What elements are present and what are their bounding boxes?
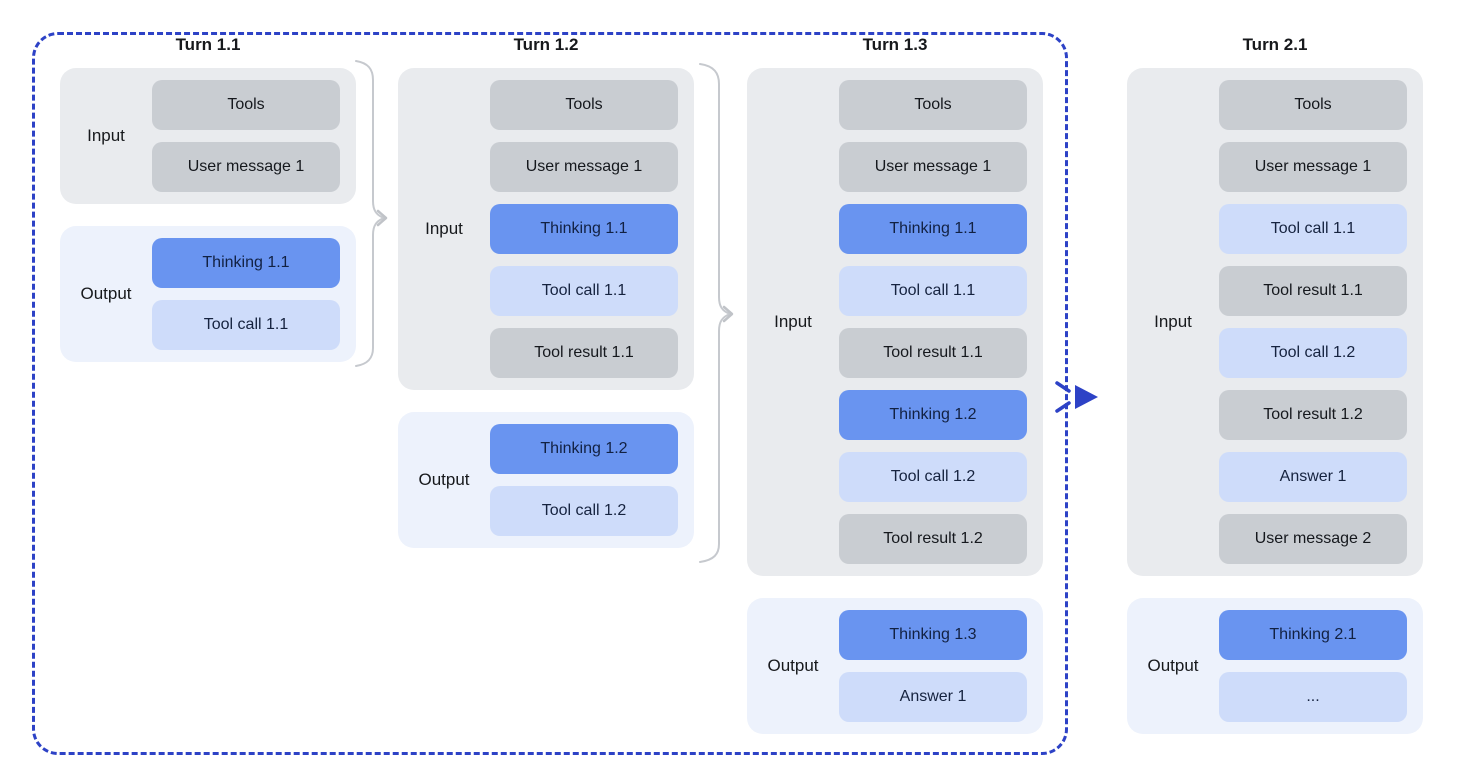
message-box-thinking: Thinking 1.3 bbox=[839, 610, 1027, 660]
input-panel: Input Tools User message 1 Tool call 1.1… bbox=[1127, 68, 1423, 576]
message-box-tool-call: Tool call 1.2 bbox=[490, 486, 678, 536]
message-box-tool-result: Tool result 1.2 bbox=[839, 514, 1027, 564]
message-box-user-message: User message 1 bbox=[152, 142, 340, 192]
message-box-answer: Answer 1 bbox=[839, 672, 1027, 722]
input-panel: Input Tools User message 1 Thinking 1.1 … bbox=[398, 68, 694, 390]
message-box-ellipsis: ... bbox=[1219, 672, 1407, 722]
message-box-user-message: User message 1 bbox=[839, 142, 1027, 192]
message-box-tool-call: Tool call 1.1 bbox=[490, 266, 678, 316]
input-panel: Input Tools User message 1 bbox=[60, 68, 356, 204]
input-boxes: Tools User message 1 Tool call 1.1 Tool … bbox=[1219, 68, 1423, 576]
output-label: Output bbox=[418, 470, 470, 489]
output-panel: Output Thinking 1.1 Tool call 1.1 bbox=[60, 226, 356, 362]
turn-column-2-1: Turn 2.1 Input Tools User message 1 Tool… bbox=[1127, 34, 1423, 734]
input-label: Input bbox=[774, 312, 812, 331]
output-label: Output bbox=[767, 656, 819, 675]
input-boxes: Tools User message 1 Thinking 1.1 Tool c… bbox=[490, 68, 694, 390]
message-box-tool-call: Tool call 1.1 bbox=[1219, 204, 1407, 254]
message-box-thinking: Thinking 1.1 bbox=[152, 238, 340, 288]
output-boxes: Thinking 1.1 Tool call 1.1 bbox=[152, 226, 356, 362]
turn-title: Turn 2.1 bbox=[1242, 35, 1308, 54]
context-window-boundary bbox=[32, 32, 1068, 755]
output-panel: Output Thinking 1.3 Answer 1 bbox=[747, 598, 1043, 734]
message-box-thinking: Thinking 1.2 bbox=[839, 390, 1027, 440]
message-box-tool-result: Tool result 1.1 bbox=[1219, 266, 1407, 316]
turn-title: Turn 1.2 bbox=[513, 35, 579, 54]
input-label: Input bbox=[425, 219, 463, 238]
message-box-user-message: User message 1 bbox=[1219, 142, 1407, 192]
message-box-user-message: User message 1 bbox=[490, 142, 678, 192]
message-box-thinking: Thinking 1.1 bbox=[490, 204, 678, 254]
turn-column-1-2: Turn 1.2 Input Tools User message 1 Thin… bbox=[398, 34, 694, 548]
message-box-tool-call: Tool call 1.2 bbox=[839, 452, 1027, 502]
turn-title: Turn 1.3 bbox=[862, 35, 928, 54]
message-box-tools: Tools bbox=[839, 80, 1027, 130]
input-label: Input bbox=[1154, 312, 1192, 331]
turn-title: Turn 1.1 bbox=[175, 35, 241, 54]
message-box-tool-call: Tool call 1.1 bbox=[839, 266, 1027, 316]
output-panel: Output Thinking 1.2 Tool call 1.2 bbox=[398, 412, 694, 548]
message-box-tools: Tools bbox=[490, 80, 678, 130]
input-boxes: Tools User message 1 Thinking 1.1 Tool c… bbox=[839, 68, 1043, 576]
message-box-thinking: Thinking 2.1 bbox=[1219, 610, 1407, 660]
message-box-tool-result: Tool result 1.2 bbox=[1219, 390, 1407, 440]
message-box-thinking: Thinking 1.1 bbox=[839, 204, 1027, 254]
output-boxes: Thinking 1.3 Answer 1 bbox=[839, 598, 1043, 734]
output-label: Output bbox=[1147, 656, 1199, 675]
turn-column-1-3: Turn 1.3 Input Tools User message 1 Thin… bbox=[747, 34, 1043, 734]
message-box-tools: Tools bbox=[152, 80, 340, 130]
input-boxes: Tools User message 1 bbox=[152, 68, 356, 204]
output-label: Output bbox=[80, 284, 132, 303]
input-panel: Input Tools User message 1 Thinking 1.1 … bbox=[747, 68, 1043, 576]
message-box-tools: Tools bbox=[1219, 80, 1407, 130]
turn-column-1-1: Turn 1.1 Input Tools User message 1 Outp… bbox=[60, 34, 356, 362]
message-box-tool-result: Tool result 1.1 bbox=[839, 328, 1027, 378]
message-box-user-message: User message 2 bbox=[1219, 514, 1407, 564]
message-box-thinking: Thinking 1.2 bbox=[490, 424, 678, 474]
message-box-tool-call: Tool call 1.2 bbox=[1219, 328, 1407, 378]
message-box-tool-result: Tool result 1.1 bbox=[490, 328, 678, 378]
output-panel: Output Thinking 2.1 ... bbox=[1127, 598, 1423, 734]
output-boxes: Thinking 2.1 ... bbox=[1219, 598, 1423, 734]
output-boxes: Thinking 1.2 Tool call 1.2 bbox=[490, 412, 694, 548]
message-box-tool-call: Tool call 1.1 bbox=[152, 300, 340, 350]
input-label: Input bbox=[87, 126, 125, 145]
message-box-answer: Answer 1 bbox=[1219, 452, 1407, 502]
